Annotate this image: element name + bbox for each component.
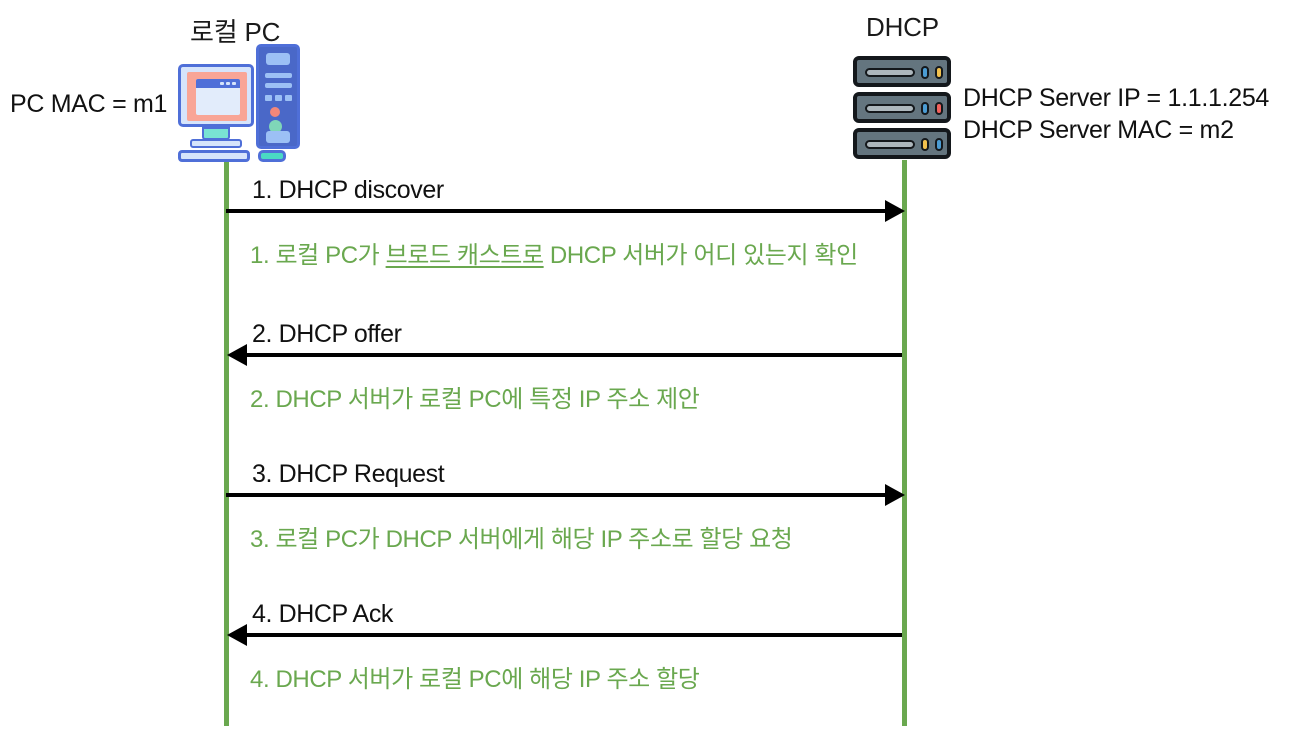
note-dhcp-server-ip: DHCP Server IP = 1.1.1.254 (963, 84, 1270, 112)
server-drive-bar (865, 140, 915, 149)
message-description-4: 4. DHCP 서버가 로컬 PC에 해당 IP 주소 할당 (250, 659, 700, 694)
message-label-1: 1. DHCP discover (252, 176, 444, 204)
pc-window-dot (232, 82, 236, 85)
pc-keyboard-icon (178, 150, 250, 162)
pc-tower-square (285, 95, 292, 101)
pc-power-led-red (270, 107, 280, 117)
note-pc-mac: PC MAC = m1 (10, 90, 168, 118)
note-dhcp-server-mac: DHCP Server MAC = m2 (963, 116, 1234, 144)
message-description-2-part: 2. DHCP 서버가 로컬 PC에 특정 IP 주소 제안 (250, 386, 700, 413)
pc-monitor (178, 64, 254, 127)
lifeline-dhcp-server (902, 160, 907, 726)
server-led-yellow (935, 66, 943, 79)
server-unit-2 (853, 92, 951, 123)
server-rack-icon (853, 56, 953, 160)
message-description-1-part: DHCP 서버가 어디 있는지 확인 (543, 242, 858, 269)
server-drive-bar (865, 104, 915, 113)
message-description-3-part: 3. 로컬 PC가 DHCP 서버에게 해당 IP 주소로 할당 요청 (250, 526, 793, 553)
pc-tower-slot (265, 73, 292, 78)
server-led-blue (921, 66, 929, 79)
message-arrow-head-3 (885, 484, 905, 506)
pc-window-titlebar (196, 79, 240, 88)
server-unit-3 (853, 128, 951, 159)
message-description-1: 1. 로컬 PC가 브로드 캐스트로 DHCP 서버가 어디 있는지 확인 (250, 235, 858, 270)
message-description-4-part: 4. DHCP 서버가 로컬 PC에 해당 IP 주소 할당 (250, 666, 700, 693)
pc-tower-square (275, 95, 282, 101)
pc-screen-window (196, 79, 240, 115)
message-description-1-part: 1. 로컬 PC가 (250, 242, 386, 269)
actor-title-local-pc: 로컬 PC (190, 17, 281, 47)
actor-title-dhcp: DHCP (866, 12, 939, 42)
message-arrow-line-3 (226, 493, 888, 497)
pc-tower-vent-top (266, 53, 290, 65)
server-led-red (935, 102, 943, 115)
message-description-3: 3. 로컬 PC가 DHCP 서버에게 해당 IP 주소로 할당 요청 (250, 519, 793, 554)
message-label-3: 3. DHCP Request (252, 460, 445, 488)
message-arrow-line-1 (226, 209, 888, 213)
desktop-computer-icon (178, 44, 300, 164)
message-description-2: 2. DHCP 서버가 로컬 PC에 특정 IP 주소 제안 (250, 379, 700, 414)
message-arrow-head-1 (885, 200, 905, 222)
pc-window-dot (220, 82, 224, 85)
pc-monitor-base (190, 139, 242, 148)
pc-tower (256, 44, 300, 149)
message-label-2: 2. DHCP offer (252, 320, 402, 348)
pc-tower-square (265, 95, 272, 101)
pc-window-dot (226, 82, 230, 85)
message-arrow-head-4 (227, 624, 247, 646)
pc-tower-vent-bottom (266, 131, 290, 143)
server-led-blue (921, 102, 929, 115)
pc-mouse-icon (258, 150, 286, 162)
message-label-4: 4. DHCP Ack (252, 600, 394, 628)
message-arrow-head-2 (227, 344, 247, 366)
lifeline-local-pc (224, 160, 229, 726)
server-unit-1 (853, 56, 951, 87)
pc-power-led-green (269, 120, 282, 133)
server-led-yellow (921, 138, 929, 151)
pc-screen (187, 72, 247, 121)
message-arrow-line-2 (246, 353, 902, 357)
server-led-blue (935, 138, 943, 151)
pc-tower-slot (265, 83, 292, 88)
server-drive-bar (865, 68, 915, 77)
message-description-1-underlined: 브로드 캐스트로 (385, 242, 544, 269)
message-arrow-line-4 (246, 633, 902, 637)
